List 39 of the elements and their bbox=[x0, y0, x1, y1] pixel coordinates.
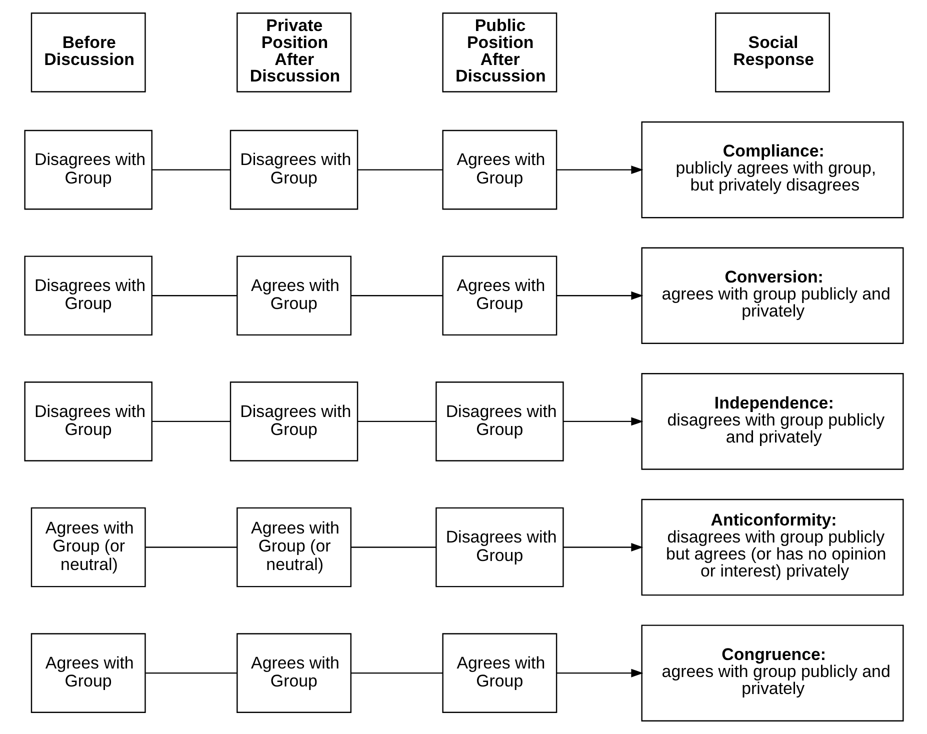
arrow bbox=[556, 291, 643, 300]
connector bbox=[152, 295, 236, 296]
node-box: Congruence: agrees with group publicly and privately bbox=[640, 624, 904, 722]
node-box: Agrees with Group bbox=[236, 633, 351, 713]
connector bbox=[350, 546, 436, 548]
node-box: Social Response bbox=[714, 12, 830, 92]
node-box: Disagrees with Group bbox=[229, 382, 358, 462]
node-box: Compliance: publicly agrees with group, but privately disagrees bbox=[640, 121, 904, 218]
connector bbox=[357, 420, 436, 422]
node-box: Agrees with Group bbox=[236, 256, 351, 336]
connector bbox=[357, 169, 442, 170]
node-box: Agrees with Group (or neutral) bbox=[236, 507, 351, 588]
node-box: Anticonformity: disagrees with group publicly but agrees (or has no opinion or interest) privately bbox=[640, 498, 904, 596]
arrow bbox=[556, 166, 643, 174]
connector bbox=[145, 672, 236, 674]
connector bbox=[152, 420, 230, 422]
arrow bbox=[562, 417, 643, 426]
node-box: Agrees with Group (or neutral) bbox=[30, 507, 146, 588]
node-box: Conversion: agrees with group publicly and privately bbox=[640, 247, 904, 344]
node-box: Agrees with Group bbox=[30, 633, 146, 713]
node-box: Private Position After Discussion bbox=[236, 12, 351, 92]
connector bbox=[145, 546, 236, 548]
node-box: Disagrees with Group bbox=[435, 507, 564, 588]
connector bbox=[350, 295, 442, 296]
node-box: Public Position After Discussion bbox=[442, 12, 557, 92]
connector bbox=[350, 672, 442, 674]
node-box: Disagrees with Group bbox=[24, 256, 152, 336]
connector bbox=[152, 169, 230, 170]
node-box: Independence: disagrees with group publicly and privately bbox=[640, 373, 904, 470]
node-box: Disagrees with Group bbox=[229, 130, 358, 210]
node-box: Disagrees with Group bbox=[435, 382, 564, 462]
arrow bbox=[556, 668, 643, 678]
arrow bbox=[562, 543, 643, 552]
node-box: Agrees with Group bbox=[442, 256, 557, 336]
node-box: Disagrees with Group bbox=[24, 382, 152, 462]
node-box: Agrees with Group bbox=[442, 633, 557, 713]
node-box: Disagrees with Group bbox=[24, 130, 152, 210]
node-box: Before Discussion bbox=[30, 12, 146, 92]
node-box: Agrees with Group bbox=[442, 130, 557, 210]
